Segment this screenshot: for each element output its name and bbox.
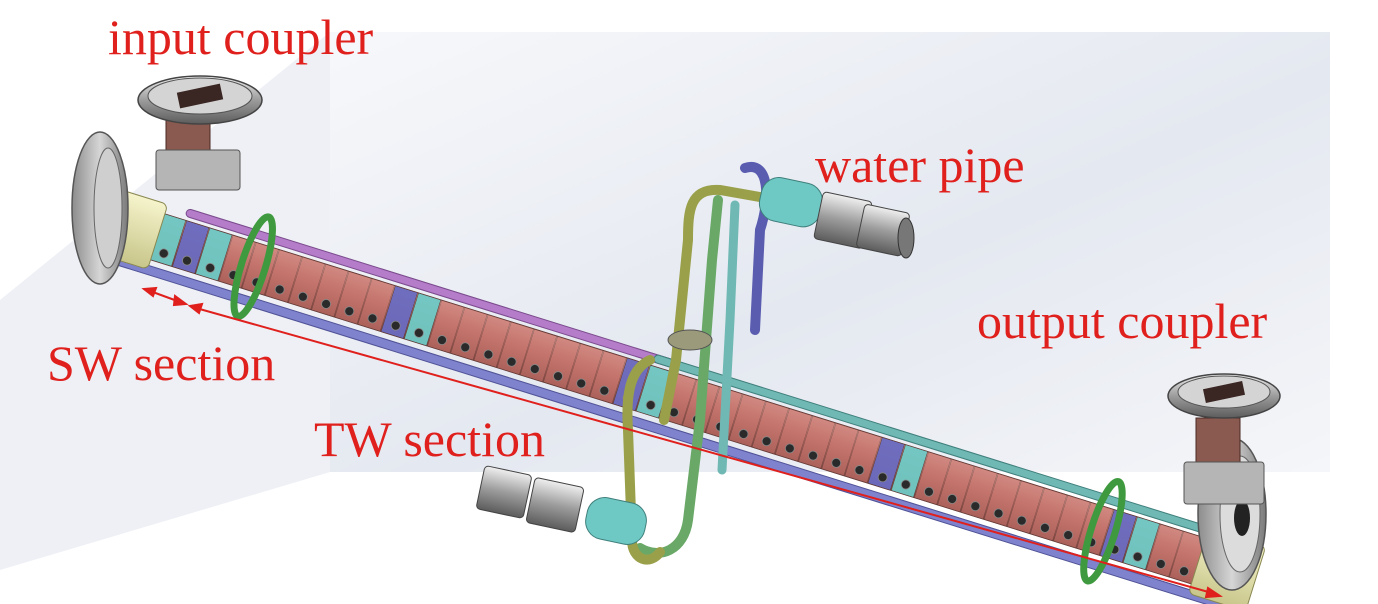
bolt [414, 327, 424, 338]
bolt [1179, 566, 1189, 577]
cavity-segment [172, 220, 210, 274]
cavity-segment [589, 350, 627, 404]
manifold-pipe-teal [717, 200, 740, 475]
manifold-bracket [667, 329, 713, 351]
tw-section-arrow [187, 302, 1223, 599]
bolt [344, 306, 355, 317]
bolt [761, 436, 772, 447]
cavity-segment [519, 328, 558, 383]
cavity-segment [751, 400, 789, 455]
bolt [877, 472, 888, 483]
support-ring-left [230, 213, 276, 320]
bolt [599, 385, 610, 396]
bolt [158, 248, 169, 259]
cavity-segment [566, 343, 604, 397]
output-coupler-body [1167, 373, 1281, 505]
cavity-segment [473, 314, 511, 368]
sw-section-arrow [141, 286, 189, 307]
water-fitting-lower [476, 465, 647, 545]
cavity-segment [1029, 487, 1068, 542]
cavity-segment [543, 335, 581, 390]
cavity-segment [821, 422, 859, 477]
cavity-segment [264, 249, 303, 303]
bolt [367, 313, 378, 324]
bolt [970, 501, 981, 512]
bolt [1040, 522, 1050, 533]
cavity-segment [287, 256, 326, 310]
cavity-segment [937, 458, 975, 513]
bolt [274, 284, 285, 295]
cavity-segment [798, 415, 836, 469]
bolt [1155, 559, 1166, 569]
cavity-segment [334, 270, 372, 325]
water-fitting-upper [758, 177, 915, 259]
cavity-segment [1145, 523, 1184, 578]
bolt [831, 457, 842, 468]
cavity-segment [867, 437, 905, 491]
cavity-segment [1122, 516, 1161, 570]
bolt [1063, 530, 1074, 540]
bolt [553, 371, 563, 382]
cavity-segment [496, 321, 534, 376]
water-manifold [622, 162, 810, 565]
bolt [437, 335, 447, 345]
bolt [576, 378, 587, 389]
cavity-segment [890, 444, 929, 498]
tw-section-label: TW section [314, 411, 545, 467]
cavity-segment [403, 292, 442, 347]
bolt [645, 400, 656, 410]
input-coupler-label: input coupler [108, 9, 374, 65]
cavity-segment [311, 263, 349, 318]
bolt [738, 429, 749, 439]
bolt [784, 443, 795, 454]
background-shade [0, 32, 330, 570]
bolt [483, 349, 494, 360]
cavity-segment [450, 307, 488, 361]
bolt [297, 291, 308, 302]
manifold-pipe-olive-upper [659, 184, 810, 425]
bolt [506, 356, 517, 367]
cavity-segment [774, 408, 813, 462]
water-pipe-label: water pipe [815, 137, 1025, 193]
bolt [529, 364, 540, 374]
sw-section-label: SW section [47, 335, 276, 391]
end-flange-left [71, 131, 129, 285]
bolt [1016, 515, 1027, 526]
cavity-segment [427, 299, 465, 354]
background-panel [330, 32, 1330, 472]
cavity-segment [1006, 480, 1045, 534]
input-coupler-body [137, 75, 263, 191]
bolt [205, 262, 216, 273]
bolt [947, 494, 958, 504]
bolt [854, 465, 865, 475]
bolt [900, 479, 911, 490]
cavity-segment [914, 451, 952, 505]
bolt [460, 342, 471, 353]
bolt [808, 450, 818, 461]
cavity-segment [357, 278, 395, 332]
cavity-segment [1053, 494, 1091, 549]
bolt [1132, 551, 1143, 562]
output-coupler-label: output coupler [977, 293, 1268, 349]
cavity-segment [728, 393, 766, 448]
bolt [321, 299, 332, 309]
cavity-segment [380, 285, 418, 339]
bolt [390, 320, 401, 331]
cavity-segment [960, 465, 998, 520]
cavity-segment [844, 429, 882, 484]
support-ring-right [1080, 477, 1126, 585]
cavity-segment [195, 227, 233, 282]
bolt [993, 508, 1004, 519]
manifold-pipe-green [635, 195, 723, 558]
bolt [924, 486, 934, 497]
bolt [182, 255, 192, 266]
cavity-segment [983, 473, 1021, 527]
